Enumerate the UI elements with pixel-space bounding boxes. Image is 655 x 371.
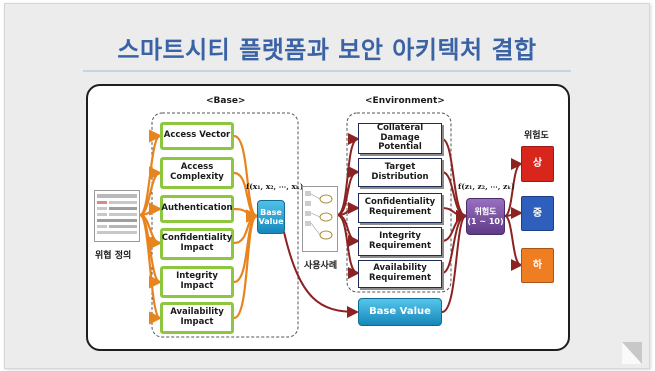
metric-availability-impact: Availability Impact <box>160 302 234 334</box>
threat-to-base-arrows <box>138 129 163 325</box>
risk-to-level-arrows <box>504 158 523 271</box>
page-fold-corner <box>622 342 642 364</box>
threat-table-icon <box>97 194 137 234</box>
risk-level-low: 하 <box>521 248 554 283</box>
usecase-to-env-arrows <box>336 133 360 279</box>
title-divider <box>83 70 571 72</box>
base-section-label: <Base> <box>206 96 246 106</box>
environment-formula: f(z₁, z₂, ⋯, zₖ) <box>458 182 515 191</box>
metric-collateral-damage: Collateral Damage Potential <box>358 123 442 154</box>
risk-score-label: 위험도 <box>474 207 497 217</box>
metric-access-complexity: Access Complexity <box>160 157 234 189</box>
use-case-label: 사용사례 <box>304 261 338 271</box>
basevalue-to-env-arrow <box>283 231 359 318</box>
base-value-small: Base Value <box>257 200 285 234</box>
metric-access-vector: Access Vector <box>160 122 234 150</box>
base-formula: f(x₁, x₂, ⋯, xₖ) <box>246 182 304 191</box>
metric-integrity-impact: Integrity Impact <box>160 266 234 298</box>
metric-authentication: Authentication <box>160 195 234 223</box>
threat-definition-label: 위협 정의 <box>95 251 132 261</box>
threat-definition-thumbnail <box>94 190 140 242</box>
use-case-diagram-icon <box>305 191 333 240</box>
metric-confidentiality-impact: Confidentiality Impact <box>160 228 234 260</box>
env-to-risk-arrows <box>441 138 468 313</box>
slide-title: 스마트시티 플랫폼과 보안 아키텍처 결합 <box>117 36 537 64</box>
environment-section-label: <Environment> <box>365 96 445 106</box>
environment-group-outline <box>346 112 452 293</box>
risk-level-high: 상 <box>521 146 554 182</box>
risk-score-range: (1 ~ 10) <box>467 216 504 226</box>
risk-score-box: 위험도 (1 ~ 10) <box>466 198 505 235</box>
metric-integrity-requirement: Integrity Requirement <box>358 227 442 256</box>
base-group-outline <box>151 112 299 338</box>
risk-level-medium: 중 <box>521 196 554 231</box>
base-value-large: Base Value <box>358 298 442 326</box>
base-to-value-arrows <box>233 134 260 320</box>
metric-confidentiality-requirement: Confidentiality Requirement <box>358 193 442 223</box>
metric-target-distribution: Target Distribution <box>358 158 442 187</box>
metric-availability-requirement: Availability Requirement <box>358 260 442 288</box>
use-case-thumbnail <box>302 186 338 252</box>
risk-level-title: 위험도 <box>524 131 549 141</box>
